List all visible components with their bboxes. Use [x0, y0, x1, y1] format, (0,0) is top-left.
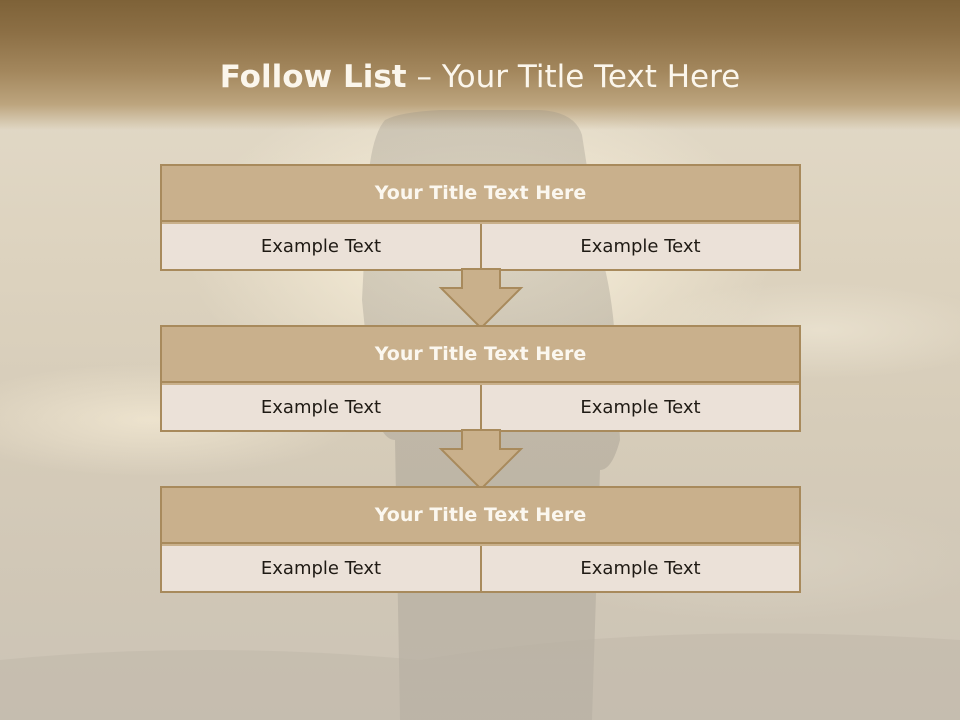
down-arrow-icon [438, 429, 524, 491]
block-title: Your Title Text Here [162, 327, 799, 383]
block-title: Your Title Text Here [162, 166, 799, 222]
title-rest: – Your Title Text Here [416, 59, 741, 95]
block-title: Your Title Text Here [162, 488, 799, 544]
header-band [0, 0, 960, 130]
block-cell-left: Example Text [162, 546, 480, 591]
block-cell-right: Example Text [480, 546, 799, 591]
block-cell-right: Example Text [480, 385, 799, 430]
down-arrow-icon [438, 268, 524, 330]
block-cell-right: Example Text [480, 224, 799, 269]
list-block-2: Your Title Text Here Example Text Exampl… [160, 325, 801, 432]
title-bold: Follow List [219, 59, 407, 95]
block-cell-left: Example Text [162, 224, 480, 269]
list-block-3: Your Title Text Here Example Text Exampl… [160, 486, 801, 593]
block-cell-left: Example Text [162, 385, 480, 430]
list-block-1: Your Title Text Here Example Text Exampl… [160, 164, 801, 271]
slide-title: Follow List – Your Title Text Here [0, 54, 960, 100]
